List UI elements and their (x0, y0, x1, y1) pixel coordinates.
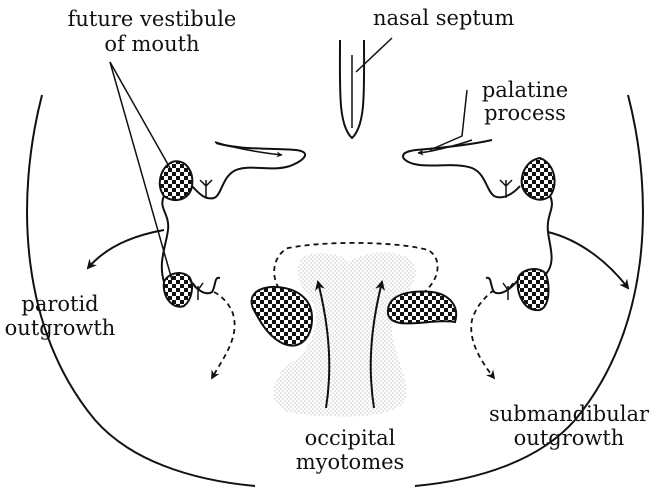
submandibular-label-line2: outgrowth (474, 428, 664, 449)
right-upper-checker (522, 158, 555, 200)
submandibular-label-line1: submandibular (474, 404, 664, 425)
left-jaw-contour (192, 143, 305, 198)
palatine-label-line2: process (470, 103, 580, 124)
left-cheek-contour (162, 196, 168, 282)
parotid-label-line1: parotid (0, 294, 120, 315)
left-lower-checker (164, 273, 192, 307)
nasal-septum-label: nasal septum (373, 8, 514, 29)
outer-outline-left (27, 95, 255, 486)
palatine-leader (430, 90, 467, 150)
right-jaw-contour (403, 140, 520, 197)
nasal-septum-leader (356, 38, 392, 72)
future-vestibule-label-line2: of mouth (42, 34, 262, 55)
left-tongue-swelling (252, 287, 312, 346)
right-lower-checker (518, 269, 549, 310)
right-outgrowth-arrow (548, 232, 628, 288)
left-dashed-duct (212, 292, 235, 378)
occipital-label-line2: myotomes (290, 452, 410, 473)
parotid-label-line2: outgrowth (0, 318, 120, 339)
occipital-label-line1: occipital (290, 428, 410, 449)
vestibule-leader-1 (110, 62, 170, 168)
left-upper-checker (160, 161, 192, 200)
right-lower-jaw-contour (486, 278, 518, 294)
right-dashed-duct (471, 290, 494, 378)
future-vestibule-label-line1: future vestibule (42, 9, 262, 30)
right-tongue-swelling (388, 292, 456, 324)
right-cheek-contour (546, 196, 552, 274)
palatine-label-line1: palatine (470, 80, 580, 101)
parotid-arrow (88, 230, 164, 268)
